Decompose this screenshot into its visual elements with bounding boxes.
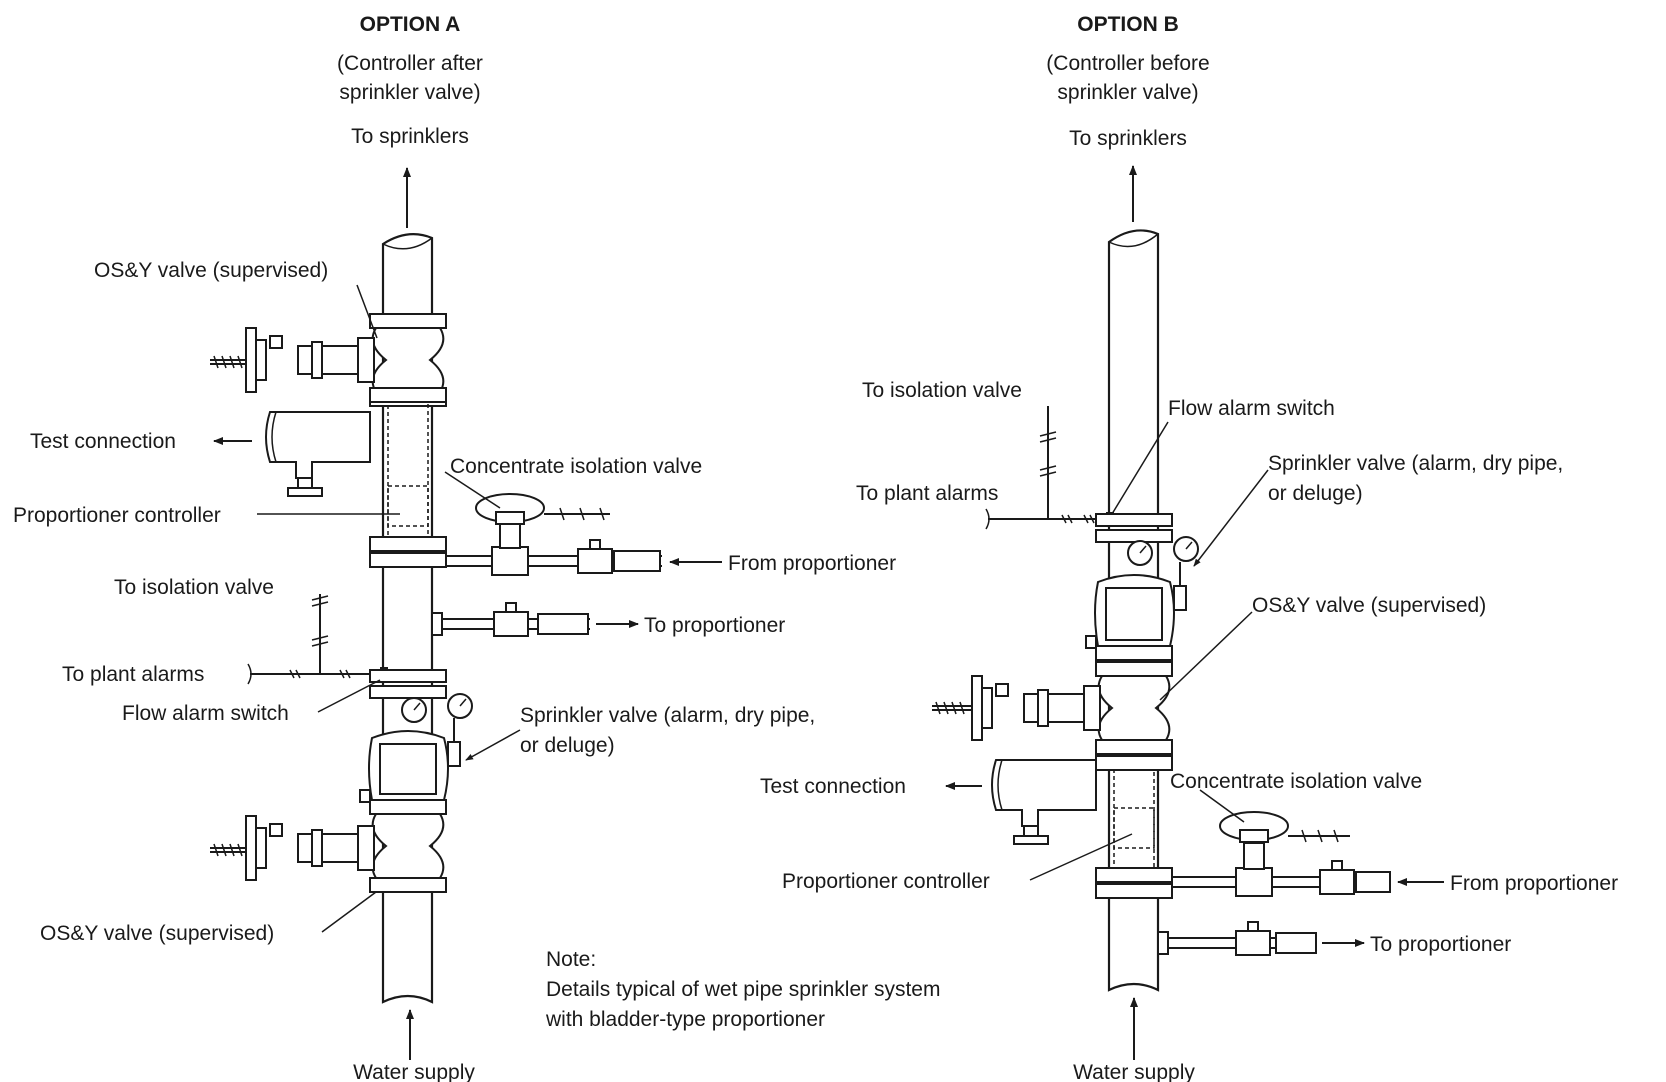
option-a-alarm-lines [247, 594, 447, 685]
option-b-flow-alarm-leader [1111, 421, 1169, 515]
option-a-to-isolation-valve-label: To isolation valve [114, 576, 274, 599]
option-b-test-connection-label: Test connection [760, 775, 906, 798]
option-b-water-supply-label: Water supply [1073, 1061, 1195, 1082]
option-a-sprinkler-valve [359, 685, 473, 815]
option-a-flow-alarm-label: Flow alarm switch [122, 702, 289, 725]
option-b-sprinkler-valve-label-1: Sprinkler valve (alarm, dry pipe, [1268, 452, 1563, 475]
option-a-osy-valve-bottom [210, 813, 447, 893]
option-a-test-connection-label: Test connection [30, 430, 176, 453]
option-b-alarm-lines [985, 406, 1173, 530]
option-b-subtitle-1: (Controller before [1046, 52, 1209, 75]
option-a-to-plant-alarms-label: To plant alarms [62, 663, 204, 686]
option-a-proportioner-controller-insert [387, 401, 429, 538]
option-b-proportioner-controller-label: Proportioner controller [782, 870, 990, 893]
option-a-osy-bottom-label: OS&Y valve (supervised) [40, 922, 274, 945]
option-b-to-isolation-valve-label: To isolation valve [862, 379, 1022, 402]
note-line-2: with bladder-type proportioner [545, 1008, 825, 1031]
note: Note: Details typical of wet pipe sprink… [545, 948, 940, 1031]
option-b-osy-leader [1159, 611, 1253, 701]
option-b-sprinkler-valve-leader [1193, 469, 1269, 567]
option-b-osy-label: OS&Y valve (supervised) [1252, 594, 1486, 617]
option-b-sprinkler-valve-label-2: or deluge) [1268, 482, 1363, 505]
option-a-isolation-leader [444, 471, 501, 509]
option-a-sprinkler-valve-leader [465, 729, 521, 761]
option-a-osy-top-leader [356, 284, 378, 339]
option-a-osy-top-label: OS&Y valve (supervised) [94, 259, 328, 282]
option-a-water-supply-label: Water supply [353, 1061, 475, 1082]
option-b-sprinkler-valve [1085, 529, 1199, 661]
option-b-to-proportioner-branch [1157, 921, 1317, 956]
option-a-to-proportioner-label: To proportioner [644, 614, 785, 637]
option-b-to-sprinklers: To sprinklers [1069, 127, 1187, 150]
option-a-osy-bottom-leader [321, 891, 377, 933]
option-b-subtitle-2: sprinkler valve) [1057, 81, 1198, 104]
option-b-osy-valve [932, 661, 1173, 755]
note-heading: Note: [546, 948, 596, 971]
option-a: OPTION A (Controller after sprinkler val… [13, 13, 896, 1082]
option-a-sprinkler-valve-label-1: Sprinkler valve (alarm, dry pipe, [520, 704, 815, 727]
option-a-test-connection-valve [265, 411, 371, 497]
option-a-from-proportioner-label: From proportioner [728, 552, 896, 575]
option-a-proportioner-controller-label: Proportioner controller [13, 504, 221, 527]
option-a-subtitle-1: (Controller after [337, 52, 483, 75]
option-b-to-plant-alarms-label: To plant alarms [856, 482, 998, 505]
option-b-title: OPTION B [1077, 13, 1179, 36]
option-a-osy-valve-top [210, 313, 447, 407]
option-b-test-connection-valve [991, 759, 1097, 845]
note-line-1: Details typical of wet pipe sprinkler sy… [546, 978, 940, 1001]
option-b-to-proportioner-label: To proportioner [1370, 933, 1511, 956]
option-b-controller-leader [1029, 833, 1133, 881]
option-b: OPTION B (Controller before sprinkler va… [760, 13, 1618, 1082]
option-a-concentrate-isolation-label: Concentrate isolation valve [450, 455, 702, 478]
option-b-isolation-leader [1199, 789, 1245, 823]
option-b-flow-alarm-label: Flow alarm switch [1168, 397, 1335, 420]
option-a-title: OPTION A [360, 13, 461, 36]
option-b-from-proportioner-label: From proportioner [1450, 872, 1618, 895]
option-b-concentrate-isolation-valve [1172, 811, 1391, 897]
option-a-subtitle-2: sprinkler valve) [339, 81, 480, 104]
option-a-sprinkler-valve-label-2: or deluge) [520, 734, 615, 757]
option-b-concentrate-isolation-label: Concentrate isolation valve [1170, 770, 1422, 793]
option-a-to-sprinklers: To sprinklers [351, 125, 469, 148]
option-a-concentrate-isolation-valve [446, 493, 662, 576]
option-a-to-proportioner-branch [431, 602, 590, 637]
